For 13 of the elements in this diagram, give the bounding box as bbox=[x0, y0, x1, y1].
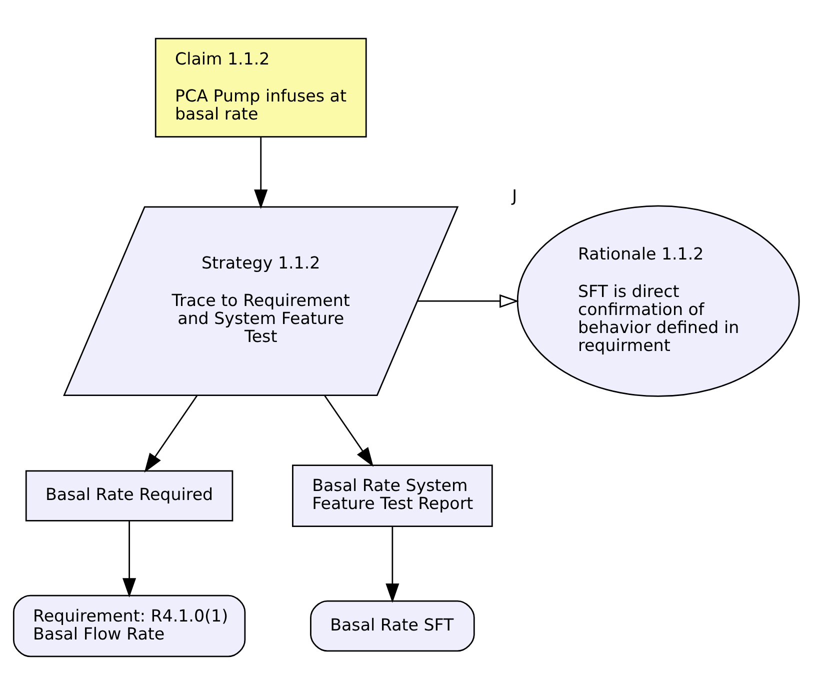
arrow bbox=[144, 395, 198, 473]
node-box: Requirement: R4.1.0(1) Basal Flow Rate bbox=[12, 594, 246, 658]
node-box: Basal Rate SFT bbox=[310, 600, 475, 652]
arrow bbox=[324, 395, 374, 467]
node-label: J bbox=[512, 186, 518, 206]
arrow bbox=[386, 526, 400, 603]
arrow bbox=[122, 521, 136, 598]
arrow bbox=[418, 294, 519, 308]
arrow bbox=[254, 136, 268, 209]
node-box: Basal Rate System Feature Test Report bbox=[292, 464, 493, 527]
node-box: Claim 1.1.2 PCA Pump infuses at basal rate bbox=[154, 38, 367, 138]
node-box: Basal Rate Required bbox=[25, 470, 234, 522]
node-ellipse: Rationale 1.1.2 SFT is direct confirmation of behavior defined in requirment bbox=[516, 205, 800, 397]
